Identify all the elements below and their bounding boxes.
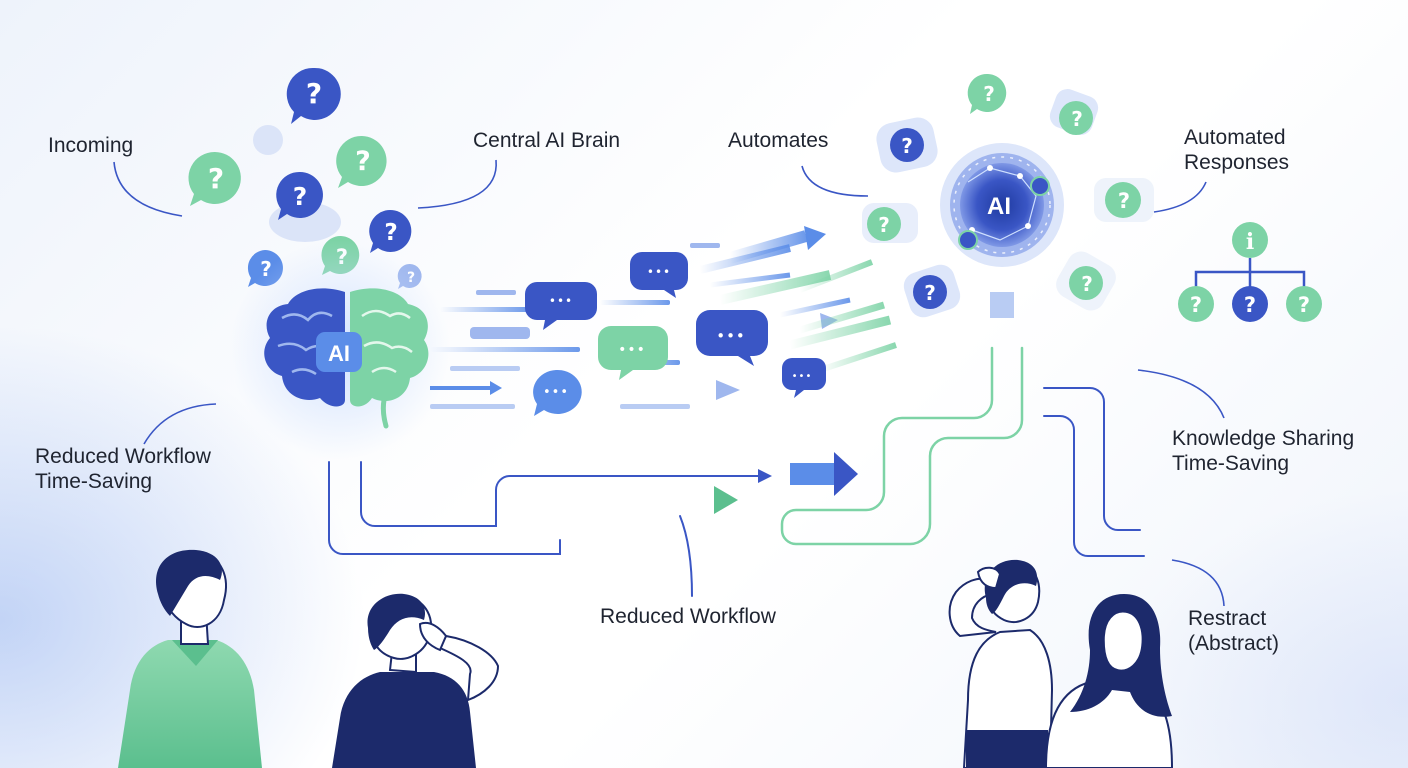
label-line: Time-Saving: [1172, 452, 1290, 475]
chat-bubbles: ••• ••• ••• ••• ••• •••: [525, 252, 826, 416]
question-bubble-icon: ?: [1049, 89, 1099, 135]
question-bubble-icon: ?: [369, 209, 412, 253]
person-green-shirt: [118, 549, 262, 768]
person-long-hair: [1044, 594, 1174, 768]
label-line: (Abstract): [1188, 632, 1280, 655]
svg-text:?: ?: [878, 213, 890, 237]
ai-hub: AI: [940, 143, 1064, 318]
label-line: Reduced Workflow: [35, 445, 211, 468]
svg-text:?: ?: [901, 134, 913, 158]
svg-text:•••: •••: [618, 342, 646, 358]
person-navy-shirt: [332, 593, 500, 768]
svg-text:•••: •••: [549, 294, 573, 308]
svg-text:•••: •••: [647, 265, 671, 279]
person-white-shirt: [948, 559, 1054, 768]
svg-text:?: ?: [384, 220, 397, 246]
label-reduced-workflow: Reduced Workflow: [600, 605, 776, 628]
svg-text:?: ?: [208, 162, 224, 195]
question-bubble-icon: ?: [286, 67, 341, 124]
chat-bubble-icon: •••: [525, 282, 597, 330]
chat-bubble-icon: •••: [533, 369, 582, 416]
brain-ai-badge: [316, 332, 362, 372]
label-line: Knowledge Sharing: [1172, 427, 1355, 450]
label-reduced-workflow-time-saving: Reduced Workflow Time-Saving: [35, 444, 211, 494]
label-line: Restract: [1188, 607, 1267, 630]
label-automates: Automates: [728, 129, 829, 152]
chat-bubble-icon: •••: [696, 310, 768, 366]
label-central-ai-brain: Central AI Brain: [473, 129, 621, 152]
decor-dot: [253, 125, 283, 155]
svg-text:?: ?: [306, 77, 322, 110]
svg-text:?: ?: [1081, 272, 1093, 296]
question-circle-icon: ?: [1178, 286, 1214, 322]
question-bubble-icon: ?: [967, 73, 1007, 114]
svg-text:•••: •••: [716, 327, 746, 345]
svg-text:?: ?: [1298, 293, 1310, 317]
info-icon: i: [1232, 222, 1268, 258]
label-knowledge-sharing-time-saving: Knowledge Sharing Time-Saving: [1172, 426, 1354, 476]
question-bubble-icon: ?: [1094, 178, 1154, 222]
question-bubble-icon: ?: [862, 203, 918, 243]
question-bubble-icon: ?: [903, 264, 961, 318]
chat-bubble-icon: •••: [782, 358, 826, 398]
svg-text:AI: AI: [987, 193, 1011, 220]
svg-text:?: ?: [924, 281, 936, 305]
question-bubble-icon: ?: [188, 151, 241, 206]
svg-text:i: i: [1246, 229, 1254, 255]
hub-response-bubbles: ? ? ? ? ? ? ?: [862, 73, 1154, 318]
label-restract-abstract: Restract (Abstract): [1188, 606, 1279, 656]
question-bubble-icon: ?: [876, 117, 938, 173]
question-circle-icon: ?: [1232, 286, 1268, 322]
svg-text:?: ?: [1190, 293, 1202, 317]
svg-text:?: ?: [983, 82, 995, 106]
chat-bubble-icon: •••: [630, 252, 688, 298]
question-bubble-icon: ?: [336, 135, 387, 188]
hub-output-block: [990, 292, 1014, 318]
label-line: Time-Saving: [35, 470, 153, 493]
svg-text:AI: AI: [328, 341, 350, 366]
svg-text:•••: •••: [543, 385, 569, 400]
label-line: Responses: [1184, 151, 1290, 174]
question-circle-icon: ?: [1286, 286, 1322, 322]
central-ai-brain: AI: [230, 240, 450, 460]
label-incoming: Incoming: [48, 134, 134, 157]
label-leader-lines: [113, 159, 1225, 607]
svg-text:•••: •••: [792, 371, 813, 382]
svg-text:?: ?: [1118, 189, 1130, 213]
svg-text:?: ?: [355, 146, 371, 177]
label-automated-responses: Automated Responses: [1184, 125, 1289, 175]
svg-text:?: ?: [1071, 107, 1083, 131]
svg-text:?: ?: [293, 182, 308, 211]
label-line: Automated: [1184, 126, 1286, 149]
chat-bubble-icon: •••: [598, 326, 668, 380]
knowledge-tree: i ? ? ?: [1178, 222, 1322, 322]
question-bubble-icon: ?: [1056, 251, 1116, 311]
svg-text:?: ?: [1244, 293, 1256, 317]
workflow-pipes: [328, 346, 1145, 597]
question-bubble-icon: ?: [269, 171, 341, 242]
